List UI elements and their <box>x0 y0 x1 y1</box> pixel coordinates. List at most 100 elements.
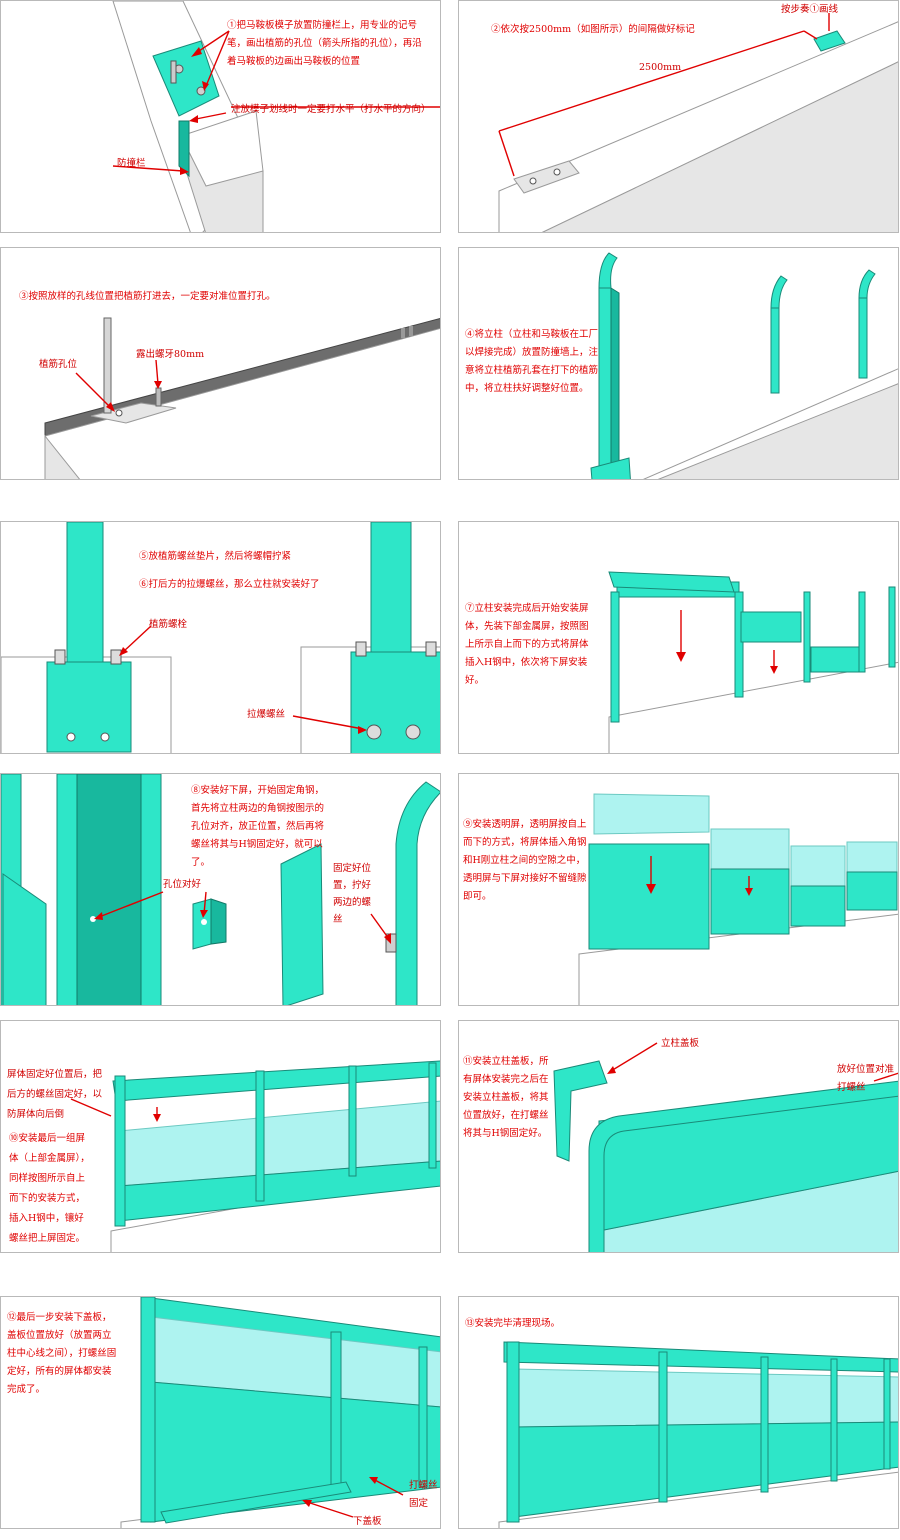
step-1-illustration <box>112 1 440 232</box>
hole-align-label: 孔位对好 <box>163 879 202 890</box>
post-1 <box>140 1297 156 1523</box>
lower-screen-1 <box>740 611 802 643</box>
glass-falling <box>593 793 710 835</box>
post-1-curve <box>598 252 618 289</box>
step-9-illustration <box>578 793 898 1005</box>
far-posts <box>280 843 324 1005</box>
glass-2 <box>710 828 790 870</box>
level-note: 注放模子划线时一定要打水平（打水平的方向） <box>231 104 431 115</box>
rebar <box>103 317 112 414</box>
post-cover-label: 立柱盖板 <box>661 1038 700 1049</box>
post-1 <box>598 287 612 474</box>
marker-pen <box>170 60 177 84</box>
barrier-end <box>44 434 81 479</box>
lower-cover-plate <box>160 1481 352 1524</box>
marked-plate <box>513 160 580 194</box>
step-2-illustration <box>498 13 898 232</box>
step-9-panel: 屏体固定好位置后，把后方的螺丝固定好，以防屏体向后倒 ⑩安装最后一组屏体（上部金… <box>0 1020 441 1253</box>
metal-screen-falling <box>608 571 735 593</box>
saddle-plate <box>813 30 846 52</box>
upper-screen <box>112 1060 440 1102</box>
post-2 <box>330 1331 342 1493</box>
lower-screen-1 <box>588 843 710 950</box>
step-11-text: ⑪安装立柱盖板，所有屏体安装完之后在安装立柱盖板，将其位置放好，在打螺丝将其与H… <box>463 1056 549 1139</box>
rebar-bolt-label: 植筋螺栓 <box>149 619 188 630</box>
saddle-plate-template <box>152 40 220 117</box>
lower-screen-stack <box>2 873 47 1005</box>
step-7-text: ⑦立柱安装完成后开始安装屏体，先装下部金属屏，按照图上所示自上而下的方式将屏体插… <box>465 603 589 686</box>
post-3 <box>858 297 868 379</box>
step-ref-label: 按步奏①画线 <box>781 4 839 15</box>
top-band <box>503 1341 898 1373</box>
post-3 <box>760 1356 769 1493</box>
step-7-illustration <box>608 571 898 753</box>
nut-left <box>54 649 66 665</box>
hole-right <box>196 86 206 96</box>
step-5-panel: ⑤放植筋螺丝垫片，然后将螺帽拧紧 ⑥打后方的拉爆螺丝，那么立柱就安装好了 植筋螺… <box>0 521 441 754</box>
post-d <box>858 591 866 673</box>
glass-row <box>513 1368 898 1428</box>
barrier-end-face <box>180 110 264 187</box>
post-1 <box>506 1341 520 1523</box>
step-3-panel: ③按照放样的孔线位置把植筋打进去，一定要对准位置打孔。 植筋孔位 露出螺牙80m… <box>0 247 441 480</box>
saddle-plate-side <box>178 120 190 178</box>
thread-label: 露出螺牙80mm <box>136 349 205 360</box>
step-7-panel: ⑧安装好下屏，开始固定角钢，首先将立柱两边的角钢按图示的孔位对齐，放正位置，然后… <box>0 773 441 1006</box>
step-11-panel: ⑫最后一步安装下盖板，盖板位置放好（放置两立柱中心线之间），打螺丝固定好，所有的… <box>0 1296 441 1529</box>
lower-screen-2 <box>810 646 862 673</box>
lower-cover-label: 下盖板 <box>353 1516 382 1527</box>
step-12-illustration <box>120 1297 440 1528</box>
post-2 <box>770 307 780 394</box>
step-5-illustration <box>1 522 440 753</box>
step-3-text: ③按照放样的孔线位置把植筋打进去，一定要对准位置打孔。 <box>19 291 276 302</box>
step-12-text: ⑫最后一步安装下盖板，盖板位置放好（放置两立柱中心线之间），打螺丝固定好，所有的… <box>7 1312 117 1395</box>
step-4-text: ④将立柱（立柱和马鞍板在工厂以焊接完成）放置防撞墙上，注意将立柱植筋孔套在打下的… <box>465 329 599 394</box>
barrier-side <box>657 383 898 479</box>
fix-screw-label: 固定好位置，拧好两边的螺丝 <box>333 863 372 925</box>
step-4-illustration <box>590 252 898 479</box>
saddle-plate-right <box>350 651 440 753</box>
post-e <box>888 586 896 668</box>
post-4 <box>428 1062 437 1169</box>
exposed-thread <box>155 387 162 407</box>
glass-3 <box>790 845 846 887</box>
nut-right <box>110 649 122 665</box>
step-8-text: ⑧安装好下屏，开始固定角钢，首先将立柱两边的角钢按图示的孔位对齐，放正位置，然后… <box>191 785 325 868</box>
step-8-illustration <box>1 774 440 1005</box>
step-6-text: ⑥打后方的拉爆螺丝，那么立柱就安装好了 <box>139 579 320 590</box>
step-2-panel: ②依次按2500mm（如图所示）的间隔做好标记 按步奏①画线 2500mm <box>458 0 899 233</box>
post-c <box>803 591 811 683</box>
distance-label: 2500mm <box>639 62 682 73</box>
h-post-web <box>76 774 142 1005</box>
step-13-illustration <box>498 1341 898 1528</box>
barrier <box>578 913 898 1005</box>
curved-top <box>588 1080 898 1252</box>
post-1-side <box>610 287 620 474</box>
post-5 <box>883 1358 891 1470</box>
plate-outline <box>90 402 177 424</box>
rebar-hole-label: 植筋孔位 <box>39 359 78 370</box>
post-cover-cap <box>553 1060 608 1162</box>
barrier-side-face <box>542 61 898 232</box>
step-10-illustration <box>70 1060 440 1252</box>
screw-fix-label: 打螺丝固定 <box>409 1480 438 1509</box>
curved-post <box>395 781 440 1005</box>
post-right <box>370 522 412 658</box>
saddle-base <box>590 457 631 479</box>
step-13-text: ⑬安装完毕清理现场。 <box>465 1318 561 1329</box>
expansion-bolt-1 <box>366 724 382 740</box>
step-6-panel: ⑦立柱安装完成后开始安装屏体，先装下部金属屏，按照图上所示自上而下的方式将屏体插… <box>458 521 899 754</box>
step-4-panel: ④将立柱（立柱和马鞍板在工厂以焊接完成）放置防撞墙上，注意将立柱植筋孔套在打下的… <box>458 247 899 480</box>
step-5-text: ⑤放植筋螺丝垫片，然后将螺帽拧紧 <box>139 551 292 562</box>
step-3-illustration <box>44 317 440 479</box>
post-4 <box>830 1358 838 1482</box>
post-a <box>610 591 620 723</box>
step-2-text: ②依次按2500mm（如图所示）的间隔做好标记 <box>491 24 695 35</box>
step-1-panel: ①把马鞍板模子放置防撞栏上，用专业的记号笔，画出植筋的孔位（箭头所指的孔位），再… <box>0 0 441 233</box>
screw-position-label: 放好位置对准打螺丝 <box>837 1064 895 1093</box>
step-10-panel: 立柱盖板 ⑪安装立柱盖板，所有屏体安装完之后在安装立柱盖板，将其位置放好，在打螺… <box>458 1020 899 1253</box>
post-2 <box>255 1070 265 1202</box>
step-12-panel: ⑬安装完毕清理现场。 <box>458 1296 899 1529</box>
post-3 <box>348 1065 357 1177</box>
lower-screen-2 <box>710 868 790 935</box>
